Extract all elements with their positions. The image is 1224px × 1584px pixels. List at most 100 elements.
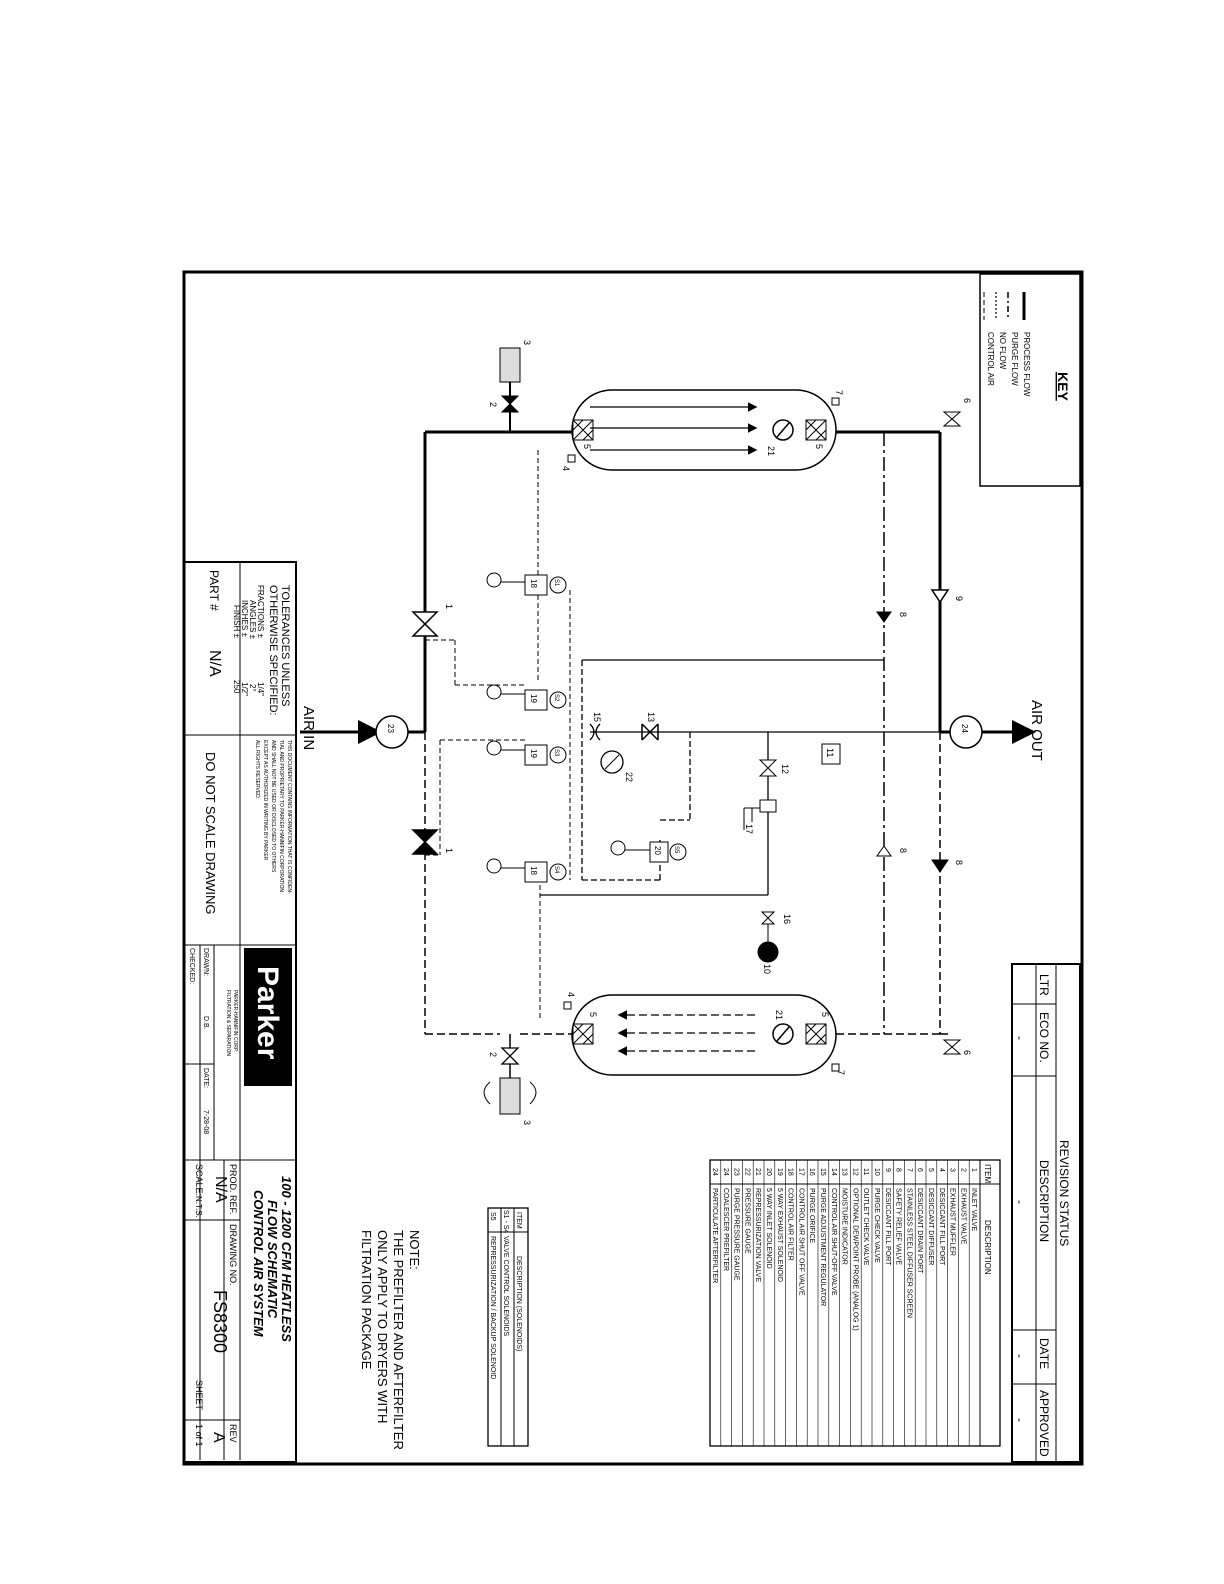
revision-header-desc: DESCRIPTION — [1037, 1160, 1051, 1242]
solenoid-row-item: S5 — [489, 1212, 496, 1221]
relief-valve-icon: 6 — [942, 1039, 972, 1055]
item-table-description: MOISTURE INDICATOR — [841, 1188, 848, 1265]
solenoid-19-lower: 19 S3 — [486, 740, 567, 766]
prod-ref-label: PROD. REF. — [228, 1164, 238, 1215]
revision-title: REVISION STATUS — [1057, 1140, 1071, 1246]
part-number-value: N/A — [206, 650, 223, 677]
date-label: DATE: — [202, 1068, 209, 1088]
callout-22: 22 — [624, 772, 634, 782]
item-table-description: SAFETY RELIEF VALVE — [895, 1188, 902, 1265]
tolerance-header: OTHERWISE SPECIFIED: — [267, 585, 279, 716]
callout-2: 2 — [488, 402, 498, 407]
callout-s3: S3 — [553, 749, 559, 757]
prefilter-icon: 23 — [375, 715, 409, 749]
prod-ref-value: N/A — [212, 1176, 229, 1203]
item-table-item: 16 — [808, 1168, 815, 1176]
note-line: THE PREFILTER AND AFTERFILTER — [391, 1230, 406, 1450]
proprietary-line: THIS DOCUMENT CONTAINS INFORMATION THAT … — [286, 740, 292, 894]
revision-cell-desc: - — [1013, 1200, 1027, 1204]
callout-24: 24 — [960, 724, 969, 733]
item-table-description: PRESSURE GAUGE — [743, 1188, 750, 1254]
callout-3: 3 — [522, 340, 532, 345]
tolerance-row-value: 250 — [232, 680, 241, 694]
shutoff-valve-icon: 12 — [758, 759, 790, 777]
callout-6: 6 — [962, 398, 972, 403]
drawing-title: CONTROL AIR SYSTEM — [251, 1190, 266, 1338]
item-table-description: PURGE ADJUSTMENT REGULATOR — [819, 1188, 826, 1306]
callout-2: 2 — [488, 1052, 498, 1057]
legend-title: KEY — [1055, 372, 1071, 401]
callout-8: 8 — [954, 860, 964, 865]
scale-label: SCALE: — [194, 1164, 204, 1196]
callout-11: 11 — [825, 748, 835, 757]
revision-cell-approved: - — [1013, 1418, 1027, 1422]
callout-18: 18 — [529, 579, 538, 588]
item-table-header: ITEM — [983, 1164, 992, 1183]
inlet-valve-icon: 1 — [411, 829, 454, 855]
afterfilter-icon: 24 — [949, 715, 983, 749]
item-table-item: 4 — [938, 1168, 945, 1172]
callout-19: 19 — [529, 749, 538, 758]
callout-4: 4 — [566, 992, 576, 997]
tolerance-row: FRACTIONS ± — [256, 585, 265, 638]
item-table-item: 24 — [722, 1168, 729, 1176]
callout-17: 17 — [744, 824, 754, 834]
legend-control-air: CONTROL AIR — [986, 332, 995, 386]
item-table-item: 1 — [970, 1168, 977, 1172]
note: NOTE: THE PREFILTER AND AFTERFILTER ONLY… — [359, 1230, 422, 1450]
note-line: NOTE: — [407, 1230, 422, 1270]
solenoid-20: 20 S5 — [610, 840, 687, 863]
callout-20: 20 — [653, 846, 662, 855]
callout-7: 7 — [836, 1070, 846, 1075]
revision-cell-date: - — [1013, 1354, 1027, 1358]
item-table-description: INLET VALVE — [970, 1188, 977, 1232]
item-table-item: 11 — [862, 1168, 869, 1175]
air-in-label: AIR IN — [300, 706, 317, 750]
item-table-description: PURGE CHECK VALVE — [873, 1188, 880, 1263]
checked-label: CHECKED: — [188, 948, 195, 984]
item-table-description: STAINLESS STEEL DIFFUSER SCREEN — [905, 1188, 912, 1318]
diffuser-icon — [572, 1023, 594, 1045]
solenoid-19-upper: 19 S2 — [486, 684, 567, 711]
note-line: FILTRATION PACKAGE — [359, 1230, 374, 1370]
part-number-label: PART # — [207, 570, 221, 611]
drawing-no-label: DRAWING NO. — [228, 1224, 238, 1286]
item-table-item: 23 — [733, 1168, 740, 1176]
purge-regulator-icon: 13 — [641, 712, 659, 741]
item-table-description: OPTIONAL DEWPOINT PROBE (ANALOG 1) — [851, 1188, 858, 1331]
callout-16: 16 — [782, 914, 792, 924]
rev-label: REV — [228, 1424, 238, 1443]
item-table-description: 5 WAY INLET SOLENOID — [765, 1188, 772, 1269]
callout-12: 12 — [780, 764, 790, 774]
legend-no-flow: NO FLOW — [998, 332, 1007, 370]
revision-header-approved: APPROVED — [1037, 1390, 1051, 1457]
pressure-gauge-icon: 22 — [600, 750, 634, 782]
item-table-description: CONTROL AIR FILTER — [787, 1188, 794, 1261]
title-block-text: TOLERANCES UNLESS OTHERWISE SPECIFIED: F… — [188, 570, 294, 1447]
callout-8: 8 — [898, 612, 908, 617]
revision-header-date: DATE — [1037, 1338, 1051, 1369]
revision-cell-eco: - — [1013, 1036, 1027, 1040]
moisture-indicator-icon: 11 — [821, 743, 841, 765]
purge-check-valve-icon: 16 — [760, 911, 792, 925]
item-table-item: 20 — [765, 1168, 772, 1176]
callout-s4: S4 — [553, 866, 559, 874]
exhaust-muffler-icon: 3 — [499, 340, 532, 383]
gauge-icon — [772, 419, 794, 441]
solenoid-table: ITEM DESCRIPTION (SOLENOIDS) S1 - S4 VAL… — [487, 1207, 529, 1447]
solenoid-18-upper: 18 S1 — [486, 572, 567, 596]
revision-header-eco: ECO NO. — [1037, 1012, 1051, 1063]
item-table-description: DESICCANT FILL PORT — [884, 1188, 891, 1266]
item-table-item: 7 — [905, 1168, 912, 1172]
callout-13: 13 — [646, 712, 656, 722]
rev-value: A — [210, 1432, 227, 1443]
callout-3: 3 — [522, 1120, 532, 1125]
tolerance-row: FINISH ± — [232, 605, 241, 638]
item-table-description: DESICCANT DRAIN PORT — [916, 1188, 923, 1274]
sheet-label: SHEET — [194, 1380, 204, 1411]
item-table-description: DESICCANT DIFFUSER — [927, 1188, 934, 1265]
legend: KEY PROCESS FLOW PURGE FLOW NO FLOW CONT… — [979, 273, 1081, 487]
solenoid-header-desc: DESCRIPTION (SOLENOIDS) — [515, 1256, 522, 1351]
tolerance-row-value: 2° — [248, 684, 257, 692]
